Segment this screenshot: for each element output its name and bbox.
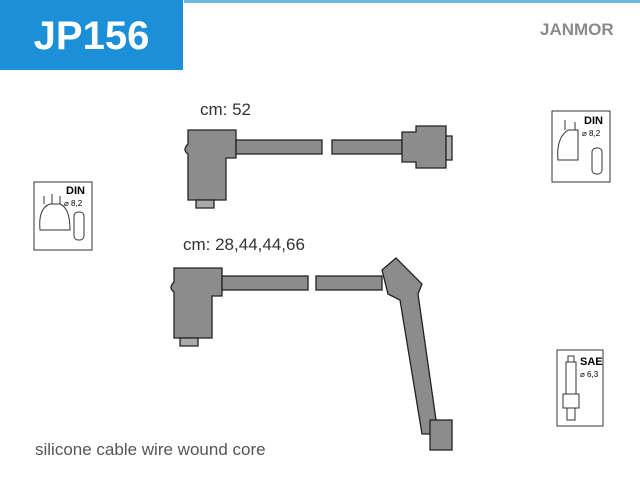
sae-label: SAE (580, 356, 603, 368)
spark-plug-sae-icon: SAE ⌀ 6,3 (556, 349, 604, 427)
part-number-badge: JP156 (0, 0, 183, 70)
cable-1-terminal (195, 199, 215, 209)
cable-2-length: cm: 28,44,44,66 (183, 235, 305, 254)
brand-name: JANMOR (540, 20, 614, 39)
distributor-din-icon: DIN ⌀ 8,2 (33, 181, 93, 251)
cable-2 (170, 257, 453, 451)
cable-1-straight-boot (401, 125, 447, 169)
din-right-diameter: ⌀ 8,2 (582, 129, 601, 138)
cable-1-wire-b (331, 139, 403, 155)
cable-description: silicone cable wire wound core (35, 440, 266, 459)
coil-din-icon: DIN ⌀ 8,2 (551, 110, 611, 183)
sae-diameter: ⌀ 6,3 (580, 370, 599, 379)
cable-2-plug-boot (381, 257, 439, 435)
header-rule (184, 0, 640, 3)
cable-1 (184, 125, 453, 209)
din-left-diameter: ⌀ 8,2 (64, 199, 83, 208)
din-left-label: DIN (66, 185, 85, 197)
cable-2-angled-boot (170, 267, 223, 339)
cable-1-length: cm: 52 (200, 100, 252, 119)
cable-1-wire-a (235, 139, 323, 155)
part-number: JP156 (33, 14, 150, 58)
din-right-label: DIN (584, 115, 603, 127)
cable-1-angled-boot (184, 129, 237, 201)
